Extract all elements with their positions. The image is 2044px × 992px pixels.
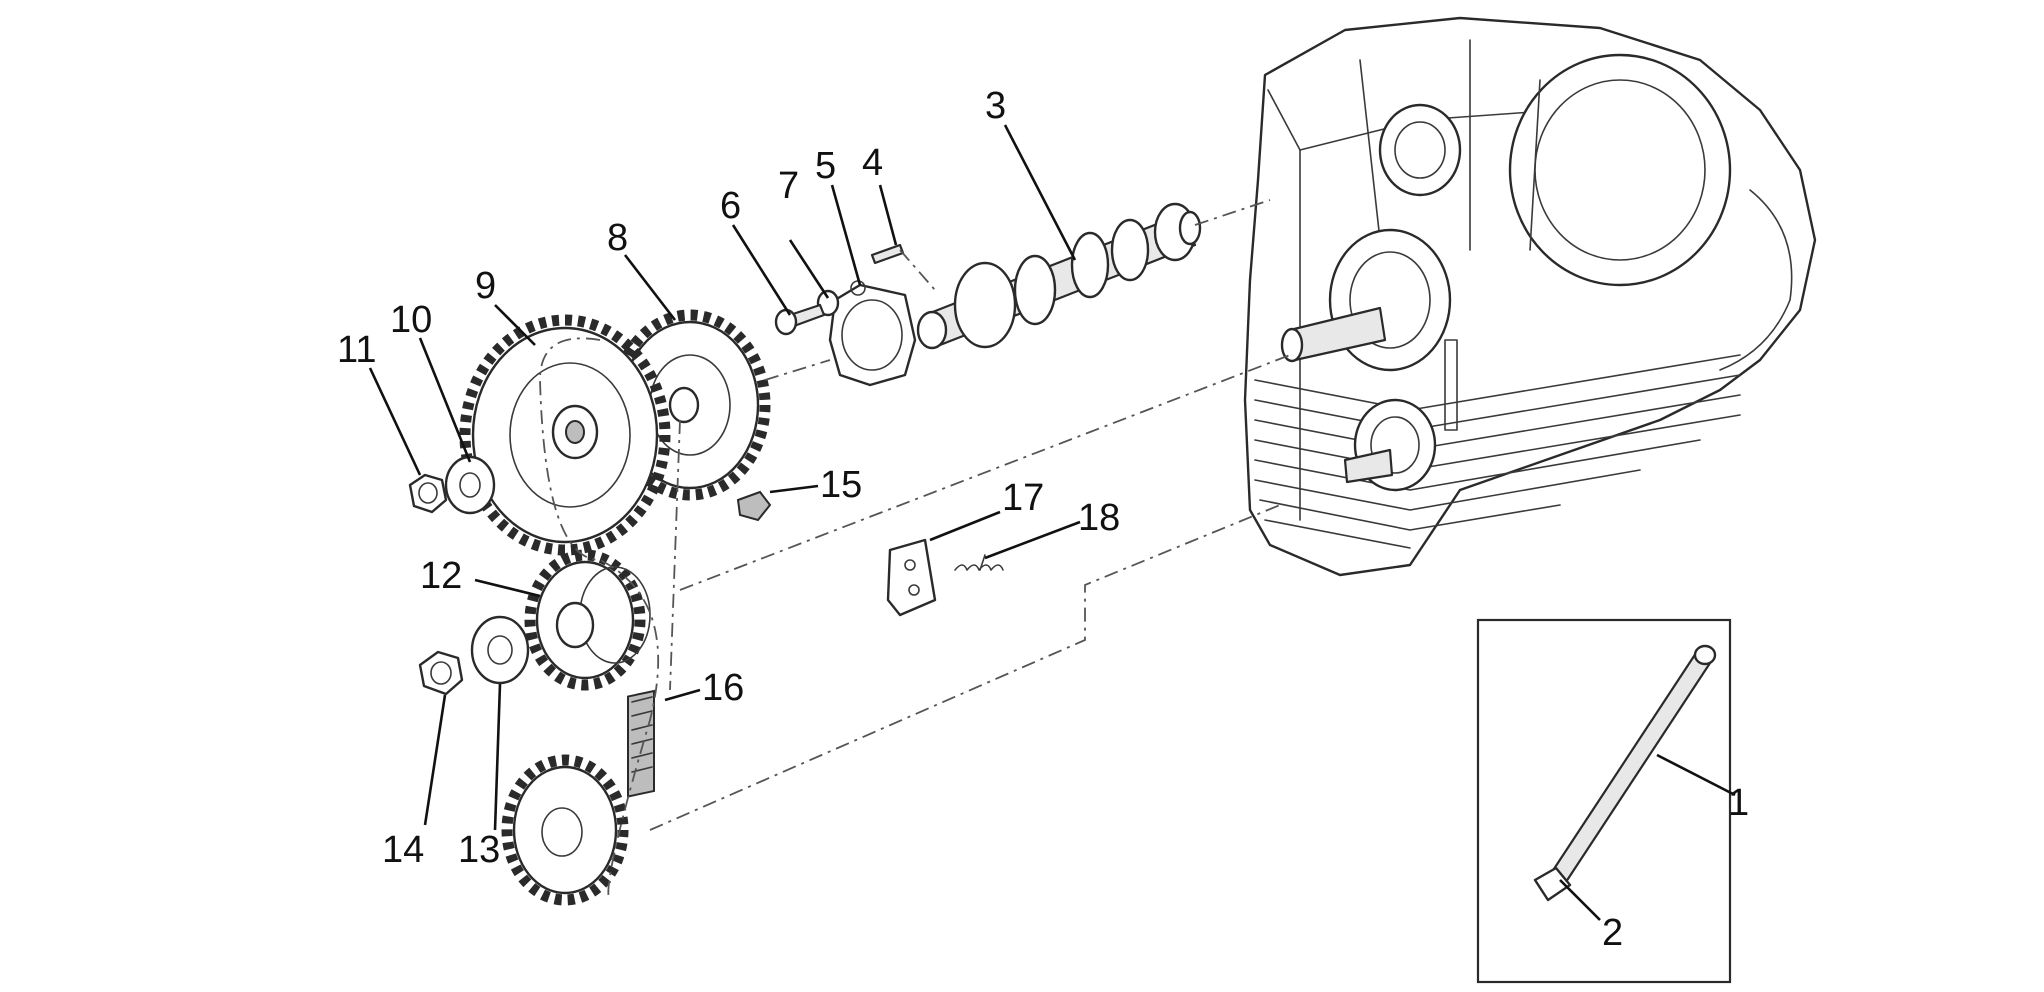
callout-14: 14: [382, 829, 424, 871]
camshaft: [916, 202, 1202, 350]
callout-3: 3: [985, 85, 1006, 127]
inset-box: [1476, 618, 1732, 984]
callout-17: 17: [1002, 477, 1044, 519]
callout-8: 8: [607, 217, 628, 259]
callout-5: 5: [815, 145, 836, 187]
callout-13: 13: [458, 829, 500, 871]
nut-14: [418, 650, 464, 696]
callout-2: 2: [1602, 912, 1623, 954]
callout-6: 6: [720, 185, 741, 227]
callout-9: 9: [475, 265, 496, 307]
callout-18: 18: [1078, 497, 1120, 539]
chain-tensioner: [886, 538, 937, 617]
washer-7: [816, 289, 840, 317]
bearing-flange: [828, 280, 917, 387]
timing-chain: [627, 689, 655, 798]
callout-7: 7: [778, 165, 799, 207]
tensioner-spring: [954, 554, 1004, 571]
callout-12: 12: [420, 555, 462, 597]
assembly-lines: [539, 199, 1291, 901]
crankshaft-gear: [501, 754, 629, 906]
woodruff-key: [870, 243, 905, 265]
callout-1: 1: [1728, 782, 1749, 824]
callout-labels: 1 2 3 4 5 6 7 8 9 10 11 12 13 14 15 16 1…: [337, 85, 1749, 954]
oil-pump: [1343, 398, 1437, 492]
leader-lines: [368, 124, 1736, 921]
large-timing-gear: [459, 314, 671, 556]
pin-15: [736, 490, 772, 522]
callout-10: 10: [390, 299, 432, 341]
callout-11: 11: [337, 329, 376, 371]
callout-4: 4: [862, 142, 883, 184]
engine-crankcase: [1243, 16, 1817, 577]
washer-13: [470, 615, 530, 685]
screw-6: [774, 303, 826, 336]
nut-11: [408, 473, 448, 514]
washer-10: [444, 455, 496, 515]
callout-16: 16: [702, 667, 744, 709]
intermediate-gear: [524, 549, 651, 691]
callout-15: 15: [820, 464, 862, 506]
